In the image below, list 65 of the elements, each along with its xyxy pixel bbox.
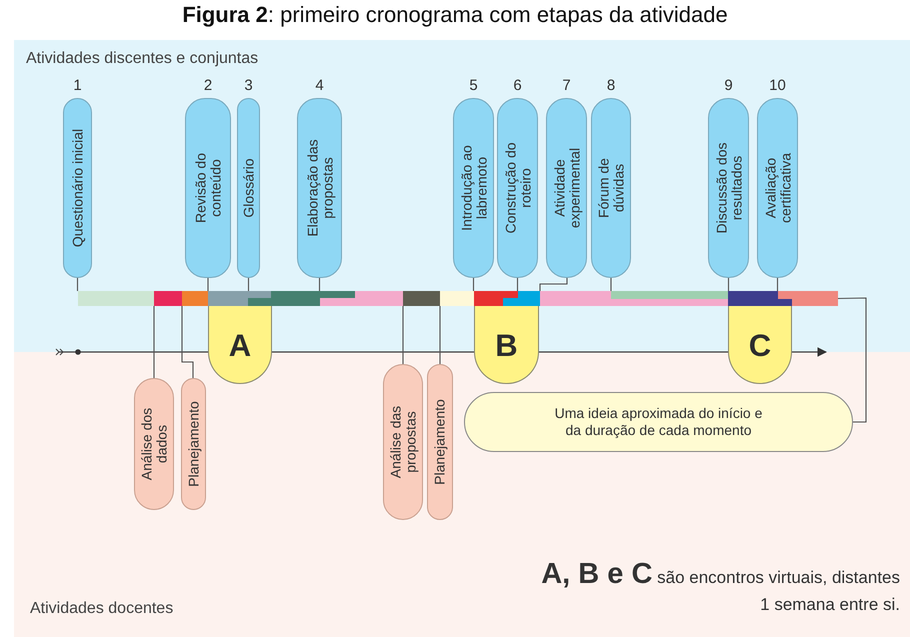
meeting-marker (728, 306, 792, 384)
student-activity-pill (297, 98, 342, 278)
step-number: 10 (768, 77, 787, 94)
activity-label: Análise dos dados (139, 406, 169, 482)
step-number: 3 (243, 77, 254, 94)
activity-label: Questionário inicial (70, 128, 85, 250)
step-number: 7 (561, 77, 572, 94)
step-number: 4 (314, 77, 325, 94)
meeting-letter: B (494, 330, 519, 361)
leader-line (207, 278, 209, 291)
activity-label: Atividade experimental (552, 146, 582, 230)
footnote: A, B e C são encontros virtuais, distantes 1 semana entre si. (540, 557, 900, 616)
figure-title: Figura 2: primeiro cronograma com etapas da atividade (181, 2, 729, 28)
leader-line (539, 278, 568, 291)
leader-line (838, 297, 867, 423)
teacher-activity-pill (134, 378, 174, 510)
activity-label: Revisão do conteúdo (193, 152, 223, 226)
activity-label: Planejamento (432, 398, 448, 487)
band-heading: Atividades discentes e conjuntas (26, 50, 258, 68)
step-number: 8 (606, 77, 616, 94)
step-number: 1 (72, 77, 83, 94)
student-activity-pill (546, 98, 587, 278)
student-activity-pill (237, 98, 260, 278)
leader-line (439, 306, 441, 364)
activity-label: Avaliação certificativa (762, 152, 792, 226)
leader-line (76, 278, 78, 291)
activity-label: Fórum de dúvidas (596, 157, 626, 220)
meeting-marker (474, 306, 539, 384)
step-number: 2 (202, 77, 214, 94)
step-number: 6 (512, 77, 523, 94)
leader-line (472, 278, 474, 291)
leader-line (516, 278, 518, 291)
student-activity-pill (757, 98, 798, 278)
meeting-letter: C (748, 330, 772, 361)
student-activity-pill (63, 98, 92, 278)
leader-line (153, 306, 155, 378)
teacher-activity-pill (427, 364, 453, 520)
meeting-letter: A (228, 330, 252, 361)
activity-label: Introdução ao labremoto (458, 144, 488, 233)
band-heading: Atividades docentes (30, 600, 174, 618)
leader-line (318, 278, 320, 291)
student-activity-pill (185, 98, 231, 278)
activity-label: Elaboração das propostas (304, 138, 334, 239)
meeting-marker (208, 306, 272, 384)
step-number: 9 (723, 77, 734, 94)
leader-line (610, 278, 612, 291)
activity-label: Análise das propostas (388, 404, 418, 480)
teacher-activity-pill (181, 378, 206, 510)
leader-line (402, 306, 404, 364)
activity-label: Planejamento (186, 400, 201, 489)
leader-line (181, 306, 194, 378)
leader-line (248, 278, 250, 291)
step-number: 5 (468, 77, 479, 94)
leader-line (776, 278, 778, 291)
student-activity-pill (708, 98, 749, 278)
teacher-activity-pill (383, 364, 423, 520)
student-activity-pill (497, 98, 538, 278)
activity-label: Construção do roteiro (502, 141, 532, 236)
student-activity-pill (453, 98, 494, 278)
student-activity-pill (591, 98, 631, 278)
timeline-bar (78, 291, 838, 306)
activity-label: Glossário (241, 157, 256, 220)
note-text: Uma ideia aproximada do início e da duração de cada momento (554, 404, 764, 440)
activity-label: Discussão dos resultados (714, 141, 744, 236)
leader-line (728, 278, 730, 291)
